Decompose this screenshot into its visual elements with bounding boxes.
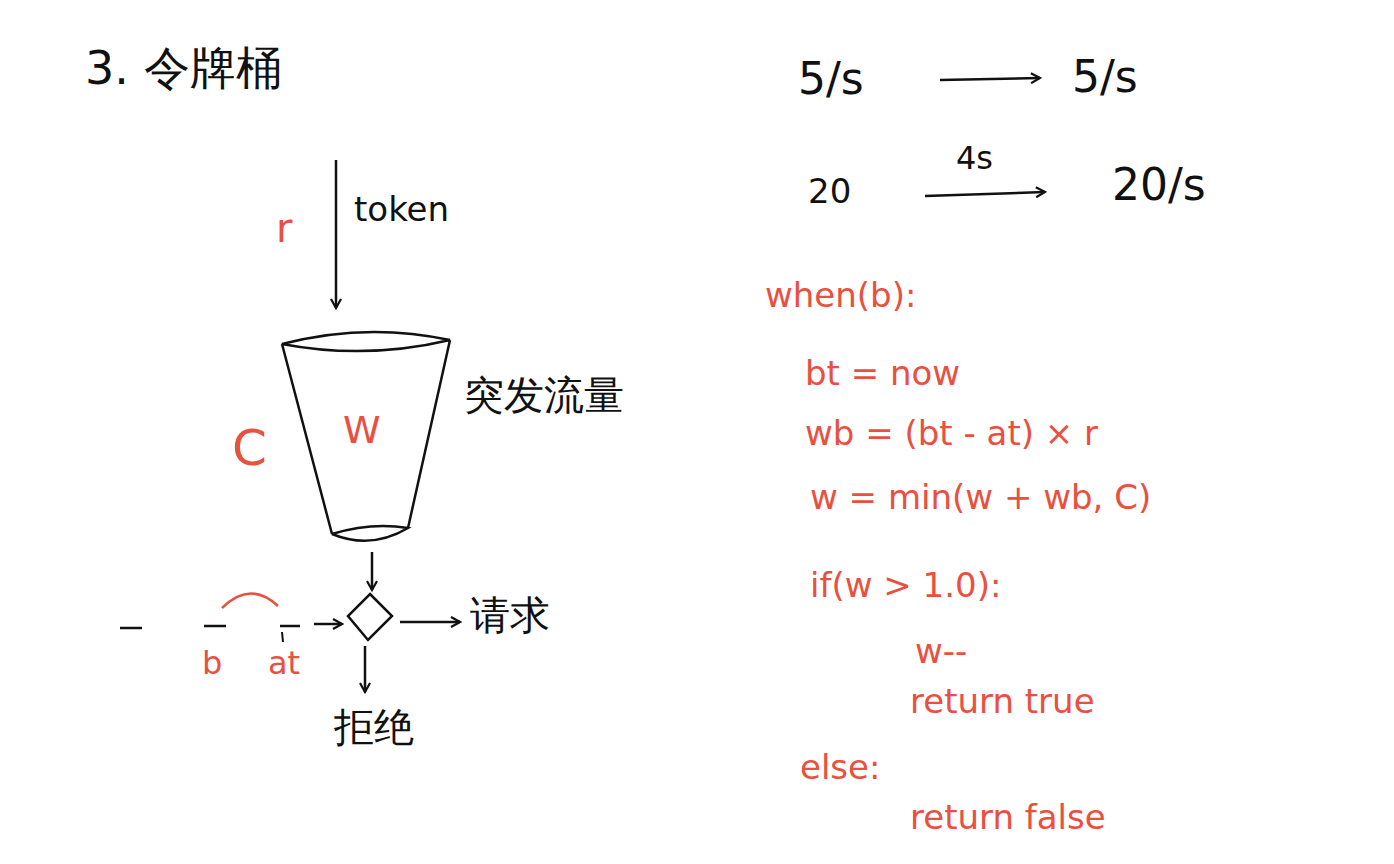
request-dash bbox=[120, 627, 142, 630]
request-dash bbox=[280, 625, 300, 628]
tick-mark bbox=[282, 632, 283, 642]
duration-value: 4s bbox=[956, 140, 993, 177]
rate-arrow bbox=[940, 78, 1040, 80]
code-line: bt = now bbox=[805, 354, 960, 393]
token-bucket: W bbox=[276, 322, 456, 552]
title: 3. 令牌桶 bbox=[85, 42, 282, 95]
capacity-symbol: C bbox=[232, 420, 267, 478]
pass-arrow bbox=[400, 621, 460, 624]
bucket-level: W bbox=[343, 409, 381, 453]
token-label: token bbox=[354, 190, 449, 229]
code-line: return true bbox=[910, 682, 1095, 721]
code-line: return false bbox=[910, 798, 1106, 837]
token-arrow bbox=[335, 160, 338, 308]
time-symbol: at bbox=[268, 645, 300, 682]
rate-symbol: r bbox=[276, 205, 292, 251]
burst-label: 突发流量 bbox=[464, 372, 624, 418]
rate-value: 5/s bbox=[1072, 52, 1138, 103]
pass-label: 请求 bbox=[470, 592, 550, 638]
flow-arrow bbox=[371, 552, 374, 590]
reject-arrow bbox=[364, 646, 367, 692]
rate-arrow bbox=[925, 192, 1045, 196]
decision-diamond bbox=[348, 594, 392, 640]
code-line: w = min(w + wb, C) bbox=[810, 478, 1151, 517]
rate-value: 20/s bbox=[1112, 160, 1206, 211]
interval-arc bbox=[222, 593, 278, 608]
time-symbol: b bbox=[202, 645, 222, 682]
code-line: else: bbox=[800, 748, 880, 787]
request-arrow bbox=[314, 623, 342, 626]
code-line: wb = (bt - at) × r bbox=[805, 414, 1098, 453]
code-line: w-- bbox=[915, 632, 967, 671]
burst-value: 20 bbox=[808, 172, 851, 211]
rate-value: 5/s bbox=[798, 54, 864, 105]
code-line: when(b): bbox=[765, 276, 916, 315]
code-line: if(w > 1.0): bbox=[810, 566, 1001, 605]
reject-label: 拒绝 bbox=[334, 704, 414, 750]
request-dash bbox=[204, 625, 226, 628]
